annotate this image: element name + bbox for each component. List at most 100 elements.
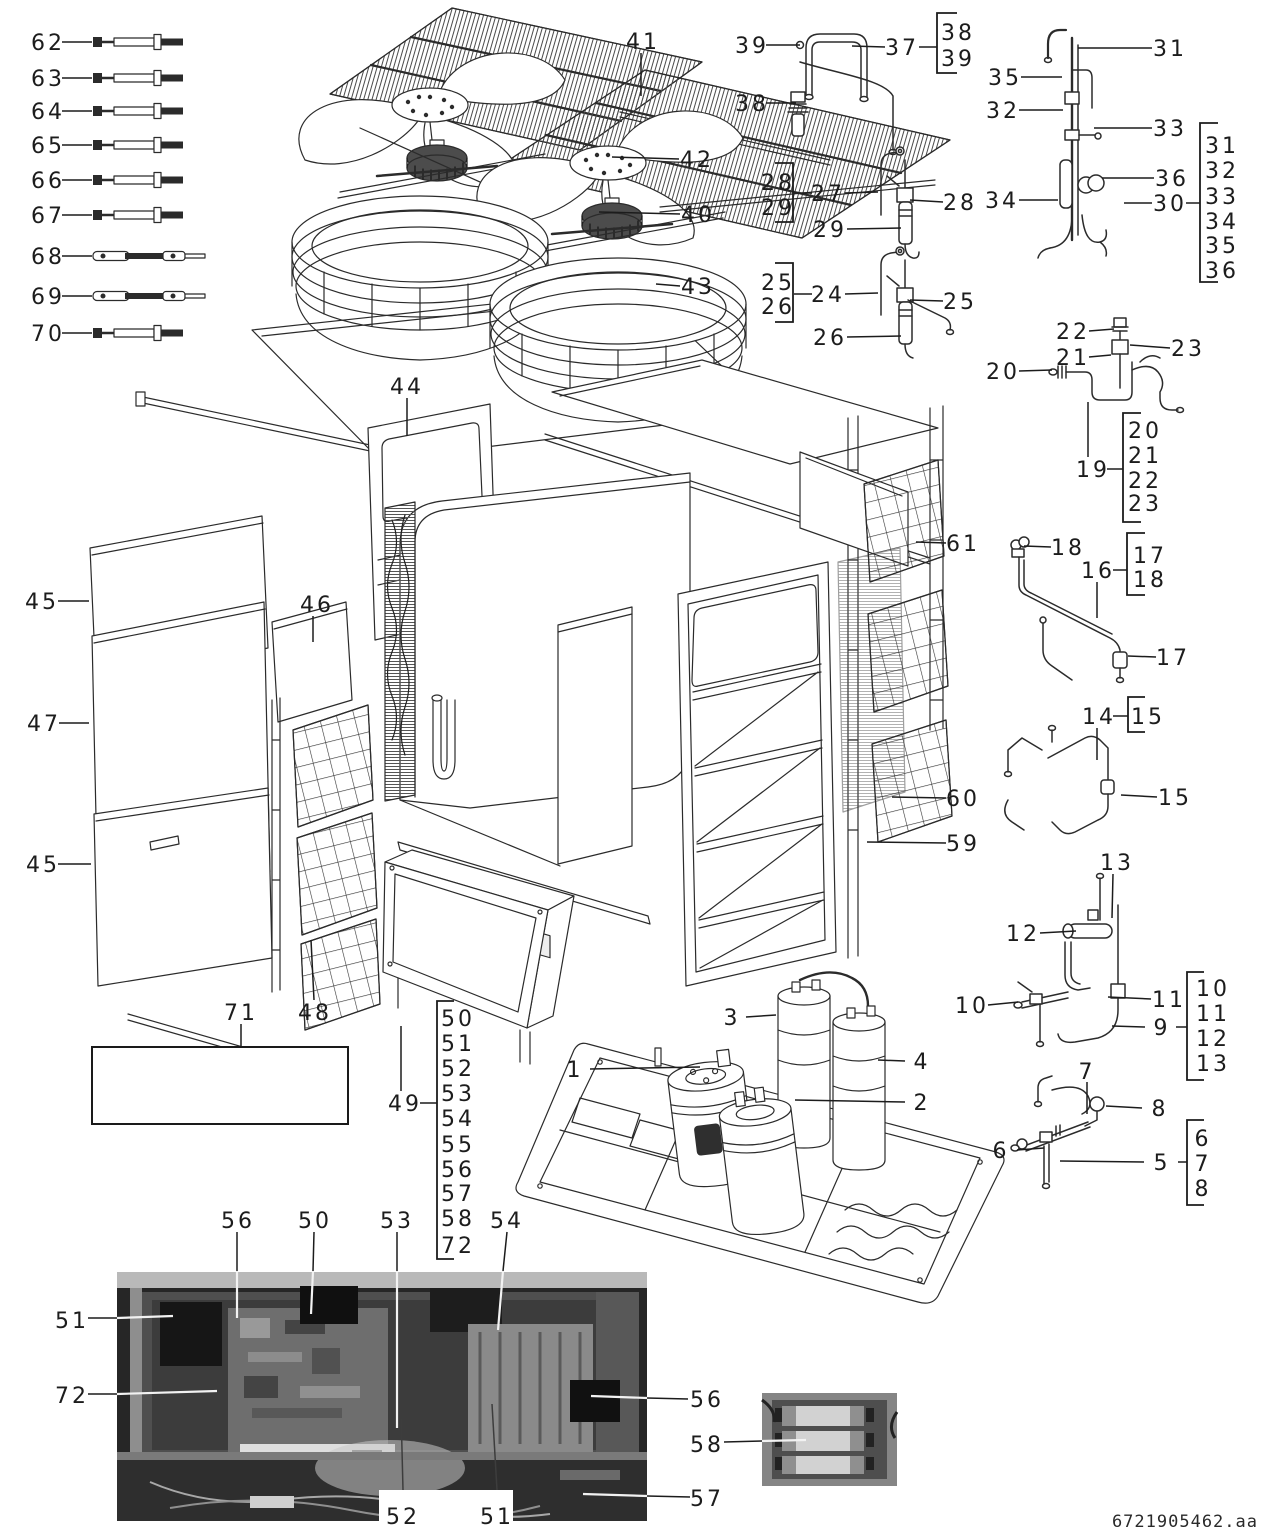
leader-line bbox=[1107, 996, 1152, 1000]
part-label-16: 16 bbox=[1081, 559, 1115, 584]
leader-line bbox=[891, 796, 947, 799]
part-label-18: 18 bbox=[1133, 568, 1167, 593]
leader-line bbox=[1018, 369, 1053, 372]
part-label-32: 32 bbox=[986, 99, 1020, 124]
leader-line bbox=[909, 299, 944, 302]
part-label-47: 47 bbox=[27, 712, 61, 737]
part-label-49: 49 bbox=[388, 1092, 422, 1117]
group-bracket bbox=[936, 12, 957, 74]
part-label-9: 9 bbox=[1154, 1016, 1171, 1041]
part-label-11: 11 bbox=[1196, 1002, 1230, 1027]
leader-line bbox=[1105, 1105, 1143, 1109]
part-label-20: 20 bbox=[1128, 419, 1162, 444]
part-label-45: 45 bbox=[26, 853, 60, 878]
part-label-68: 68 bbox=[31, 245, 65, 270]
control-box-photo bbox=[117, 1272, 647, 1521]
part-label-28: 28 bbox=[761, 171, 795, 196]
leader-line bbox=[116, 1314, 174, 1320]
part-label-46: 46 bbox=[300, 593, 334, 618]
part-label-17: 17 bbox=[1156, 646, 1190, 671]
part-label-37: 37 bbox=[885, 36, 919, 61]
leader-line bbox=[1039, 930, 1077, 934]
group-bracket bbox=[1126, 532, 1145, 596]
part-label-23: 23 bbox=[1128, 492, 1162, 517]
leader-line bbox=[598, 211, 681, 215]
part-label-54: 54 bbox=[441, 1107, 475, 1132]
leader-line bbox=[1088, 354, 1112, 358]
part-label-21: 21 bbox=[1128, 444, 1162, 469]
leader-line bbox=[844, 191, 879, 194]
part-label-1: 1 bbox=[567, 1058, 584, 1083]
part-label-52: 52 bbox=[386, 1505, 420, 1530]
leader-line bbox=[723, 1440, 763, 1443]
part-label-62: 62 bbox=[31, 31, 65, 56]
part-label-10: 10 bbox=[955, 994, 989, 1019]
leader-line bbox=[846, 227, 902, 230]
part-label-39: 39 bbox=[941, 47, 975, 72]
part-label-53: 53 bbox=[441, 1082, 475, 1107]
leader-line bbox=[844, 292, 879, 295]
part-label-53: 53 bbox=[380, 1209, 414, 1234]
part-label-44: 44 bbox=[390, 375, 424, 400]
photo-caption-box bbox=[379, 1490, 513, 1526]
part-label-19: 19 bbox=[1076, 458, 1110, 483]
part-label-48: 48 bbox=[298, 1001, 332, 1026]
part-label-40: 40 bbox=[681, 203, 715, 228]
part-label-71: 71 bbox=[224, 1001, 258, 1026]
part-label-57: 57 bbox=[690, 1487, 724, 1512]
part-label-33: 33 bbox=[1205, 185, 1239, 210]
part-label-38: 38 bbox=[735, 92, 769, 117]
part-label-29: 29 bbox=[813, 218, 847, 243]
part-label-30: 30 bbox=[1153, 192, 1187, 217]
part-label-12: 12 bbox=[1006, 922, 1040, 947]
part-label-8: 8 bbox=[1152, 1097, 1169, 1122]
part-label-25: 25 bbox=[761, 271, 795, 296]
drawing-number: 6721905462.aa bbox=[1112, 1512, 1258, 1532]
leader-line bbox=[1111, 1025, 1146, 1028]
leader-line bbox=[1088, 328, 1115, 332]
part-label-12: 12 bbox=[1196, 1027, 1230, 1052]
leader-line bbox=[496, 1270, 505, 1331]
part-label-72: 72 bbox=[441, 1234, 475, 1259]
part-label-51: 51 bbox=[441, 1032, 475, 1057]
part-label-39: 39 bbox=[735, 34, 769, 59]
part-label-64: 64 bbox=[31, 100, 65, 125]
pipe-37-drawing bbox=[787, 33, 898, 156]
leader-line bbox=[851, 45, 886, 48]
group-bracket bbox=[775, 162, 794, 223]
leader-line bbox=[582, 1492, 648, 1498]
part-label-13: 13 bbox=[1196, 1052, 1230, 1077]
part-label-17: 17 bbox=[1133, 544, 1167, 569]
fuse-block-photo bbox=[761, 1393, 899, 1486]
part-label-56: 56 bbox=[690, 1388, 724, 1413]
group-bracket bbox=[1122, 412, 1141, 523]
part-label-32: 32 bbox=[1205, 159, 1239, 184]
leader-line bbox=[491, 1403, 498, 1491]
leader-line bbox=[866, 841, 947, 844]
leader-line bbox=[400, 1409, 404, 1491]
part-label-34: 34 bbox=[985, 189, 1019, 214]
part-label-66: 66 bbox=[31, 169, 65, 194]
part-label-43: 43 bbox=[681, 275, 715, 300]
leader-line bbox=[909, 199, 944, 203]
part-label-24: 24 bbox=[811, 283, 845, 308]
pipe-16-drawing bbox=[1010, 536, 1128, 684]
leader-line bbox=[611, 156, 680, 160]
part-label-11: 11 bbox=[1152, 988, 1186, 1013]
part-label-27: 27 bbox=[811, 182, 845, 207]
part-label-54: 54 bbox=[490, 1209, 524, 1234]
part-label-7: 7 bbox=[1079, 1060, 1096, 1085]
pipe-14-drawing bbox=[1003, 724, 1115, 835]
base-assembly-drawing bbox=[515, 971, 1005, 1304]
right-side-panels-drawing bbox=[677, 405, 953, 987]
leader-line bbox=[116, 1389, 218, 1396]
leader-line bbox=[1059, 1160, 1145, 1163]
part-label-31: 31 bbox=[1205, 134, 1239, 159]
pipe-9-drawing bbox=[1013, 872, 1126, 1048]
part-label-38: 38 bbox=[941, 21, 975, 46]
part-label-26: 26 bbox=[813, 326, 847, 351]
part-label-59: 59 bbox=[946, 832, 980, 857]
part-label-56: 56 bbox=[221, 1209, 255, 1234]
part-label-21: 21 bbox=[1056, 346, 1090, 371]
